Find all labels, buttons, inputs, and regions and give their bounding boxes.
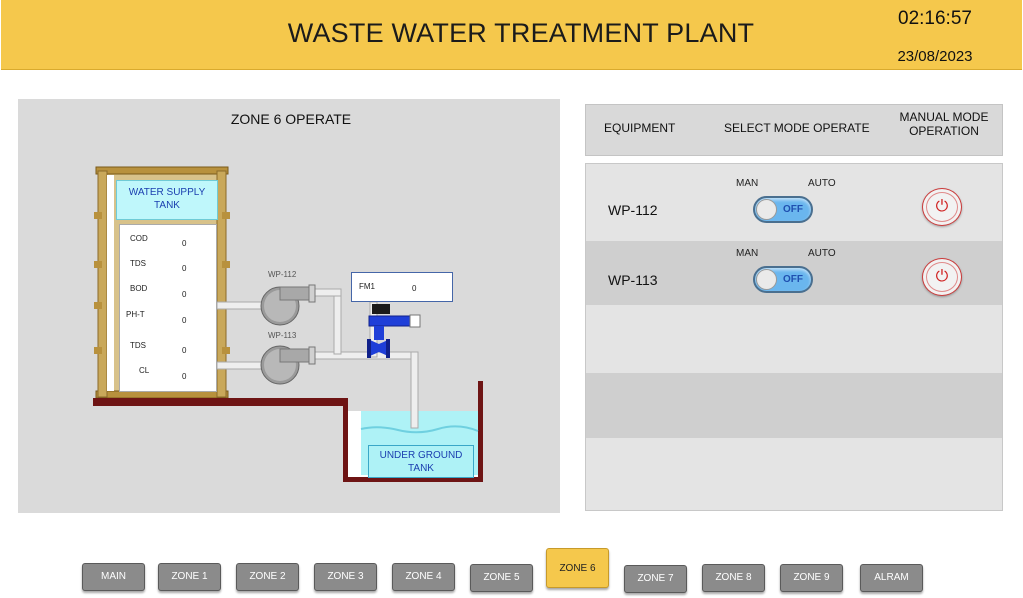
header-bar: WASTE WATER TREATMENT PLANT 02:16:57 23/…	[1, 0, 1022, 70]
power-icon: ⏻	[926, 262, 958, 292]
water-supply-tank-label: WATER SUPPLY TANK	[116, 180, 218, 220]
equipment-table-header: EQUIPMENT SELECT MODE OPERATE MANUAL MOD…	[585, 104, 1003, 156]
ground-line	[93, 381, 483, 482]
table-row-empty	[586, 438, 1002, 510]
power-icon: ⏻	[926, 192, 958, 222]
column-header-equipment: EQUIPMENT	[604, 121, 676, 135]
param-value: 0	[182, 264, 187, 273]
equipment-name: WP-112	[608, 202, 658, 218]
mode-toggle-switch[interactable]: OFF	[753, 196, 813, 223]
nav-button-zone-6[interactable]: ZONE 6	[546, 548, 609, 588]
zone-process-panel: ZONE 6 OPERATE	[18, 99, 560, 513]
manual-header-line1: MANUAL MODE	[899, 110, 989, 124]
underground-tank-label: UNDER GROUND TANK	[368, 445, 474, 478]
clock-date: 23/08/2023	[897, 48, 973, 65]
flow-meter-value: 0	[412, 284, 417, 293]
nav-button-zone-2[interactable]: ZONE 2	[236, 563, 299, 591]
pipe-network	[216, 288, 419, 429]
manual-power-button[interactable]: ⏻	[922, 258, 962, 296]
clock-time: 02:16:57	[898, 8, 972, 29]
toggle-state: OFF	[783, 274, 803, 285]
param-label: TDS	[130, 341, 146, 350]
nav-button-zone-1[interactable]: ZONE 1	[158, 563, 221, 591]
param-label: TDS	[130, 259, 146, 268]
nav-button-zone-8[interactable]: ZONE 8	[702, 564, 765, 592]
man-label: MAN	[736, 248, 759, 259]
pump-wp-112	[260, 284, 316, 326]
mode-toggle-switch[interactable]: OFF	[753, 266, 813, 293]
zone-title: ZONE 6 OPERATE	[230, 111, 352, 127]
param-value: 0	[182, 316, 187, 325]
supply-tank-line2: TANK	[154, 200, 180, 211]
param-value: 0	[182, 239, 187, 248]
page-title: WASTE WATER TREATMENT PLANT	[287, 18, 755, 48]
pump-wp-113	[260, 345, 316, 385]
auto-label: AUTO	[808, 248, 836, 259]
flow-meter-label: FM1	[359, 282, 375, 291]
manual-power-button[interactable]: ⏻	[922, 188, 962, 226]
param-value: 0	[182, 290, 187, 299]
column-header-manual-mode: MANUAL MODE OPERATION	[896, 110, 992, 138]
toggle-knob	[756, 269, 777, 290]
manual-header-line2: OPERATION	[909, 124, 979, 138]
nav-button-main[interactable]: MAIN	[82, 563, 145, 591]
process-diagram	[93, 166, 483, 482]
ug-tank-line1: UNDER GROUND	[379, 450, 463, 461]
param-label: PH-T	[126, 310, 145, 319]
param-label: BOD	[130, 284, 148, 293]
toggle-knob	[756, 199, 777, 220]
nav-button-zone-7[interactable]: ZONE 7	[624, 565, 687, 593]
table-row: WP-113 MAN AUTO OFF ⏻	[586, 241, 1002, 305]
ug-tank-line2: TANK	[408, 463, 434, 474]
nav-button-zone-5[interactable]: ZONE 5	[470, 564, 533, 592]
nav-button-zone-3[interactable]: ZONE 3	[314, 563, 377, 591]
control-valve	[367, 304, 421, 358]
table-row: WP-112 MAN AUTO OFF ⏻	[586, 164, 1002, 241]
param-value: 0	[182, 372, 187, 381]
equipment-name: WP-113	[608, 272, 658, 288]
param-label: CL	[139, 366, 150, 375]
table-row-empty	[586, 305, 1002, 373]
pump-label-wp-113: WP-113	[268, 331, 297, 340]
nav-button-zone-9[interactable]: ZONE 9	[780, 564, 843, 592]
water-quality-readout: COD 0 TDS 0 BOD 0 PH-T 0 TDS 0 CL 0	[119, 224, 217, 392]
pump-label-wp-112: WP-112	[268, 270, 297, 279]
column-header-select-mode: SELECT MODE OPERATE	[724, 121, 870, 135]
nav-button-alarm[interactable]: ALRAM	[860, 564, 923, 592]
param-value: 0	[182, 346, 187, 355]
supply-tank-line1: WATER SUPPLY	[128, 187, 206, 198]
equipment-table-body: WP-112 MAN AUTO OFF ⏻ WP-113 MAN AUTO OF…	[585, 163, 1003, 511]
nav-button-zone-4[interactable]: ZONE 4	[392, 563, 455, 591]
toggle-state: OFF	[783, 204, 803, 215]
param-label: COD	[130, 234, 148, 243]
table-row-empty	[586, 373, 1002, 438]
flow-meter-display: FM1 0	[351, 272, 453, 302]
auto-label: AUTO	[808, 178, 836, 189]
man-label: MAN	[736, 178, 759, 189]
